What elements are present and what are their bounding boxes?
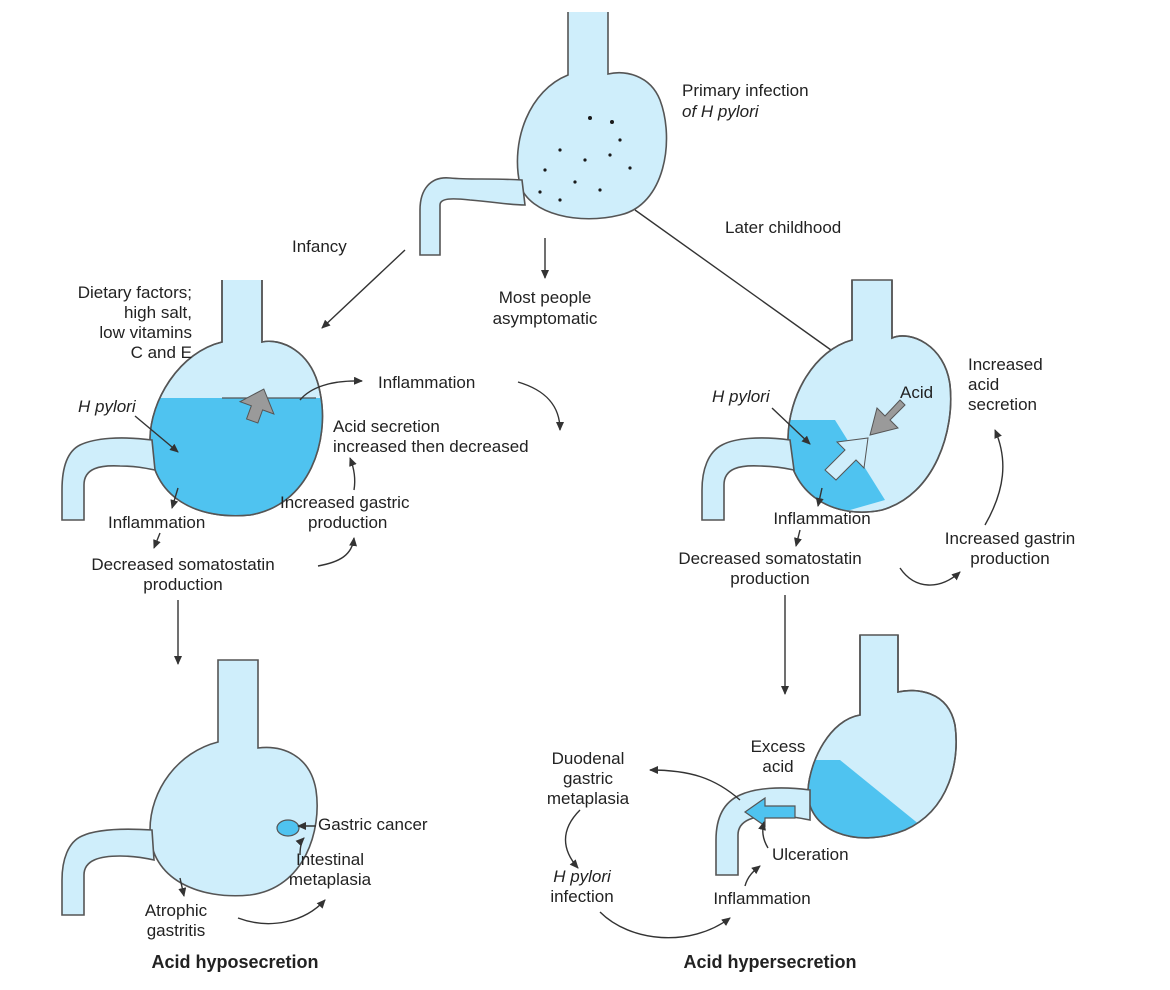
caption-hypersecretion: Acid hypersecretion: [683, 952, 856, 972]
dietary-label-2: high salt,: [124, 303, 192, 322]
duodenal-label-3: metaplasia: [547, 789, 630, 808]
asymptomatic-label: asymptomatic: [493, 309, 598, 328]
right-h-pylori-label: H pylori: [712, 387, 771, 406]
atrophic-label-2: gastritis: [147, 921, 206, 940]
intestinal-metaplasia-label-2: metaplasia: [289, 870, 372, 889]
stomach-left-bottom: [62, 660, 317, 915]
stomach-top-duodenum: [420, 178, 525, 255]
duodenal-label-2: gastric: [563, 769, 614, 788]
primary-infection-label: Primary infection: [682, 81, 809, 100]
arrow-infection-to-inflammation: [600, 912, 730, 938]
increased-gastric-label-2: production: [308, 513, 387, 532]
left-inflammation-label: Inflammation: [108, 513, 205, 532]
right-inflammation-label: Inflammation: [773, 509, 870, 528]
gastric-cancer-label: Gastric cancer: [318, 815, 428, 834]
dietary-label-1: Dietary factors;: [78, 283, 192, 302]
gastric-cancer-lesion: [277, 820, 299, 836]
most-people-label: Most people: [499, 288, 592, 307]
arrow-duodenal-to-infection: [566, 810, 581, 868]
dietary-label-3: low vitamins: [99, 323, 192, 342]
ulceration-label: Ulceration: [772, 845, 849, 864]
atrophic-label-1: Atrophic: [145, 901, 208, 920]
increased-gastrin-label-2: production: [970, 549, 1049, 568]
stomach-left-duodenum: [62, 438, 155, 520]
left-somatostatin-label-1: Decreased somatostatin: [91, 555, 274, 574]
arrow-gastric-to-acid: [350, 458, 355, 490]
stomach-left-bottom-body: [150, 660, 317, 896]
excess-acid-label-2: acid: [762, 757, 793, 776]
arrow-inflammation-to-acid: [518, 382, 560, 430]
acid-label: Acid: [900, 383, 933, 402]
caption-hyposecretion: Acid hyposecretion: [151, 952, 318, 972]
arrow-to-left-somatostatin: [154, 533, 160, 548]
left-inflammation-top-label: Inflammation: [378, 373, 475, 392]
right-somatostatin-label-2: production: [730, 569, 809, 588]
stomach-top: [420, 12, 667, 255]
acid-secretion-label-1: Acid secretion: [333, 417, 440, 436]
stomach-right-duodenum: [702, 438, 794, 520]
intestinal-metaplasia-label-1: Intestinal: [296, 850, 364, 869]
right-somatostatin-label-1: Decreased somatostatin: [678, 549, 861, 568]
arrow-acid-to-duodenal: [650, 770, 740, 800]
h-pylori-infection-label-2: infection: [550, 887, 613, 906]
stomach-left-bottom-duodenum: [62, 829, 154, 915]
h-pylori-infection-label-1: H pylori: [553, 867, 612, 886]
increased-gastric-label-1: Increased gastric: [280, 493, 410, 512]
left-somatostatin-label-2: production: [143, 575, 222, 594]
left-h-pylori-label: H pylori: [78, 397, 137, 416]
stomach-top-body: [517, 12, 666, 219]
duodenal-label-1: Duodenal: [552, 749, 625, 768]
arrow-gastrin-to-acid: [985, 430, 1003, 525]
increased-acid-label-1: Increased: [968, 355, 1043, 374]
excess-acid-label-1: Excess: [751, 737, 806, 756]
infancy-label: Infancy: [292, 237, 347, 256]
dietary-label-4: C and E: [131, 343, 192, 362]
acid-secretion-label-2: increased then decreased: [333, 437, 529, 456]
increased-acid-label-2: acid: [968, 375, 999, 394]
later-childhood-label: Later childhood: [725, 218, 841, 237]
arrow-atrophic-to-metaplasia: [238, 900, 325, 924]
primary-infection-label-2: of H pylori: [682, 102, 760, 121]
arrow-somatostatin-to-gastric: [318, 538, 354, 566]
arrow-inflammation-to-ulceration: [745, 866, 760, 886]
inflammation-bottom-label: Inflammation: [713, 889, 810, 908]
arrow-infancy: [322, 250, 405, 328]
arrow-somatostatin-to-gastrin: [900, 568, 960, 585]
arrow-to-right-somatostatin: [796, 530, 800, 546]
increased-acid-label-3: secretion: [968, 395, 1037, 414]
increased-gastrin-label-1: Increased gastrin: [945, 529, 1075, 548]
